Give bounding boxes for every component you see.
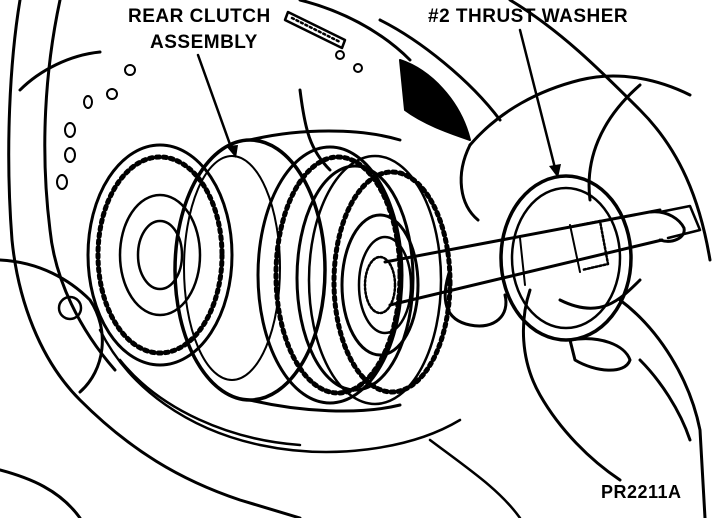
case-slot bbox=[283, 10, 347, 50]
case-shaded-area bbox=[399, 59, 471, 141]
rear-clutch-label-line2: ASSEMBLY bbox=[150, 32, 258, 53]
rear-clutch-leader bbox=[196, 53, 234, 152]
front-ring-gear bbox=[86, 143, 234, 367]
leader-lines bbox=[196, 28, 558, 174]
rear-clutch-drum bbox=[173, 129, 402, 413]
thrust-washer bbox=[499, 174, 633, 342]
hand bbox=[443, 74, 692, 482]
case-lower-details bbox=[98, 328, 522, 520]
rear-clutch-arrowhead bbox=[226, 145, 238, 158]
clutch-hub bbox=[340, 213, 420, 357]
thrust-washer-arrowhead bbox=[549, 164, 561, 178]
thrust-washer-leader bbox=[518, 28, 558, 174]
input-shaft bbox=[383, 204, 702, 307]
case-bolt-holes bbox=[56, 50, 363, 190]
thrust-washer-label: #2 THRUST WASHER bbox=[428, 6, 629, 27]
rear-clutch-label-line1: REAR CLUTCH bbox=[128, 6, 271, 27]
figure-code-label: PR2211A bbox=[601, 482, 682, 502]
clutch-pack bbox=[256, 145, 453, 406]
